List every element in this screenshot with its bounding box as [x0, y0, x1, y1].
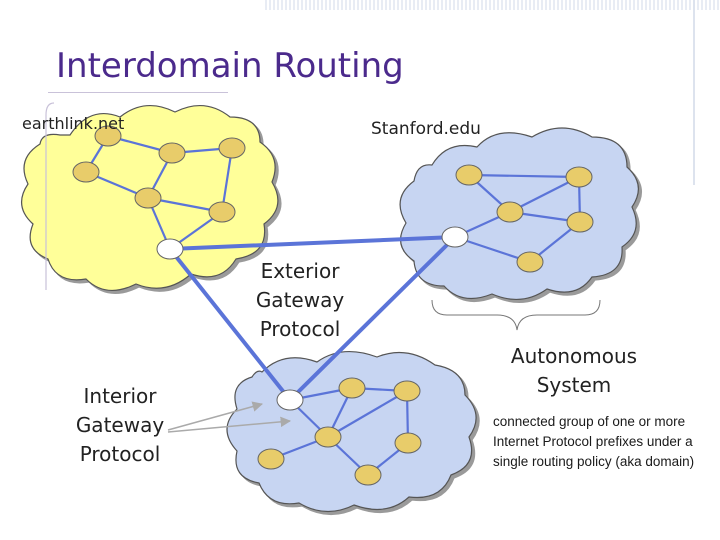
igp-line: Interior — [83, 384, 157, 408]
interior-gateway-protocol-label: Interior Gateway Protocol — [62, 382, 178, 469]
domain-label-earthlink: earthlink.net — [22, 114, 125, 133]
gateway-router-earthlink — [156, 238, 184, 260]
router-node — [455, 164, 483, 186]
egp-line: Protocol — [259, 317, 341, 341]
router-node — [314, 426, 342, 448]
router-node — [565, 166, 593, 188]
router-node — [257, 448, 285, 470]
igp-line: Gateway — [75, 413, 165, 437]
egp-line: Gateway — [255, 288, 345, 312]
router-node — [394, 432, 422, 454]
router-node — [72, 161, 100, 183]
router-node — [94, 125, 122, 147]
router-node — [134, 187, 162, 209]
igp-arrows — [167, 401, 292, 433]
router-node — [393, 380, 421, 402]
router-node — [158, 142, 186, 164]
title-underline — [48, 92, 228, 93]
router-node — [208, 201, 236, 223]
page-title: Interdomain Routing — [56, 46, 404, 86]
routers-earthlink — [72, 125, 246, 223]
domain-label-stanford: Stanford.edu — [371, 119, 481, 139]
gateway-router-stanford — [441, 226, 469, 248]
autonomous-system-label: Autonomous System — [492, 342, 656, 400]
autonomous-system-definition: connected group of one or more Internet … — [493, 414, 695, 469]
exterior-gateway-protocol-label: Exterior Gateway Protocol — [240, 257, 360, 344]
decorative-vertical-line — [693, 0, 695, 185]
router-node — [496, 201, 524, 223]
router-node — [338, 377, 366, 399]
routers-bottom-as — [257, 377, 422, 486]
cloud-bottom-as — [226, 350, 477, 513]
decorative-bracket — [45, 102, 55, 290]
router-node — [218, 137, 246, 159]
router-node — [516, 251, 544, 273]
egp-line: Exterior — [260, 259, 340, 283]
decorative-header-band — [265, 0, 720, 10]
router-node — [566, 211, 594, 233]
igp-line: Protocol — [79, 442, 161, 466]
routers-stanford — [455, 164, 594, 273]
as-line: Autonomous — [510, 344, 638, 368]
autonomous-system-brace — [431, 299, 601, 331]
as-line: System — [536, 373, 612, 397]
gateway-routers — [156, 226, 469, 411]
router-node — [354, 464, 382, 486]
gateway-router-bottom — [276, 389, 304, 411]
exterior-links — [168, 235, 457, 402]
